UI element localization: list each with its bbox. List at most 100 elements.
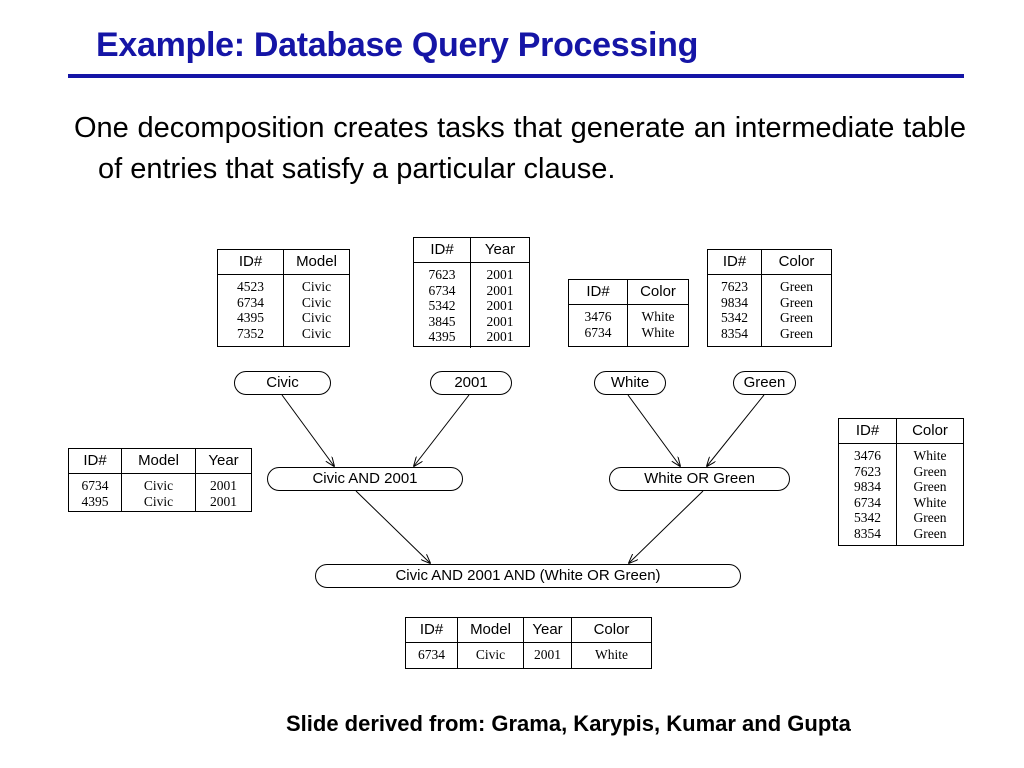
table-header-row: ID# Color xyxy=(708,250,831,275)
column-header: ID# xyxy=(69,449,122,473)
arrow-2001-to-and xyxy=(414,394,470,466)
table-cell: 4395 xyxy=(428,329,456,344)
table-cell: 6734 xyxy=(418,647,445,662)
table-cell: White xyxy=(595,647,628,662)
table-cell: 2001 xyxy=(486,313,514,329)
arrow-and-to-final xyxy=(355,490,430,563)
table-cell: 7623 xyxy=(854,463,881,479)
table-cell: 4395 xyxy=(237,310,264,325)
table-cell: Civic xyxy=(475,647,506,662)
table-header-row: ID#Year xyxy=(414,238,529,263)
column-header: ID# xyxy=(569,280,628,304)
table-cell: 2001 xyxy=(210,478,237,493)
table-cell: 2001 xyxy=(486,329,514,344)
table-cell: Green xyxy=(780,310,813,325)
table-cell: Green xyxy=(913,479,947,494)
table-column: White xyxy=(572,643,651,668)
table-cell: 4523 xyxy=(237,279,264,294)
arrow-or-to-final xyxy=(629,490,704,563)
column-header: Year xyxy=(524,618,572,642)
table-header-row: ID# Color xyxy=(839,419,963,444)
node-green: Green xyxy=(733,371,796,395)
column-header: ID# xyxy=(406,618,458,642)
table-cell: Green xyxy=(913,463,947,479)
table-cell: White xyxy=(641,324,675,340)
column-header: Model xyxy=(458,618,524,642)
table-cell: 2001 xyxy=(486,282,514,298)
node-2001: 2001 xyxy=(430,371,512,395)
column-header: Color xyxy=(778,253,815,270)
column-header: Color xyxy=(593,621,630,638)
column-header: Color xyxy=(640,283,676,300)
node-white-or-green: White OR Green xyxy=(609,467,790,491)
table-cell: Civic xyxy=(143,478,174,493)
table-column: 6734 xyxy=(406,643,458,668)
arrow-white-to-or xyxy=(627,394,680,466)
column-header: ID# xyxy=(708,250,762,274)
table-cell: 6734 xyxy=(428,282,456,298)
table-cell: 5342 xyxy=(721,310,748,325)
table-cell: White xyxy=(913,448,947,463)
table-cell: 2001 xyxy=(534,647,561,662)
table-cell: 6734 xyxy=(584,324,612,340)
table-cell: Green xyxy=(780,325,813,341)
table-cell: White xyxy=(641,309,675,324)
table-header-row: ID# Model xyxy=(218,250,349,275)
table-cell: 5342 xyxy=(854,510,881,525)
node-civic-and-2001: Civic AND 2001 xyxy=(267,467,463,491)
column-header: Model xyxy=(296,253,337,270)
slide-title: Example: Database Query Processing xyxy=(96,26,699,64)
table-cell: Green xyxy=(913,510,947,525)
table-cell: 9834 xyxy=(854,479,881,494)
arrow-civic-to-and xyxy=(281,394,334,466)
slide-body-text: One decomposition creates tasks that gen… xyxy=(74,112,966,185)
table-cell: Civic xyxy=(301,294,332,310)
column-header: ID# xyxy=(839,419,897,443)
column-header: Year xyxy=(208,452,239,469)
table-cell: Civic xyxy=(301,310,332,325)
table-cell: 3476 xyxy=(584,309,612,324)
table-cell: 6734 xyxy=(854,494,881,510)
column-header: Color xyxy=(912,422,948,439)
table-cell: 6734 xyxy=(81,478,109,493)
table-cell: 3476 xyxy=(854,448,881,463)
column-header: Year xyxy=(484,241,516,258)
table-cell: Green xyxy=(780,279,813,294)
node-white: White xyxy=(594,371,666,395)
table-cell: 5342 xyxy=(428,298,456,313)
table-cell: 3845 xyxy=(428,313,456,329)
table-cell: 6734 xyxy=(237,294,264,310)
table-header-row: ID#Model Year xyxy=(69,449,251,474)
column-header: Model xyxy=(122,449,196,473)
table-column: 2001 xyxy=(524,643,572,668)
table-cell: 4395 xyxy=(81,493,109,509)
table-cell: 9834 xyxy=(721,294,748,310)
table-cell: 2001 xyxy=(486,298,514,313)
table-cell: 7352 xyxy=(237,325,264,341)
table-cell: Civic xyxy=(143,493,174,509)
arrow-green-to-or xyxy=(707,394,765,466)
table-cell: Green xyxy=(913,525,947,541)
title-underline xyxy=(68,74,964,78)
table-cell: 7623 xyxy=(721,279,748,294)
table-cell: 7623 xyxy=(428,267,456,282)
column-header: ID# xyxy=(218,250,284,274)
